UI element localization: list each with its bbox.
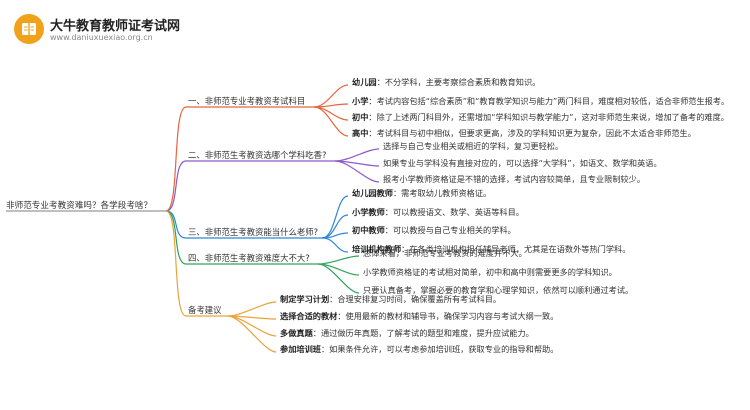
branch-label: 备考建议	[188, 305, 222, 315]
site-logo	[14, 14, 44, 44]
leaf-key: 初中教师	[352, 225, 385, 235]
leaf-item: 参加培训班：如果条件允许，可以考虑参加培训班，获取专业的指导和帮助。	[280, 344, 558, 355]
site-url: www.daniuxuexiao.org.cn	[50, 33, 153, 42]
mindmap-root: 非师范专业考教资难吗？各学段考啥？	[6, 201, 153, 211]
leaf-key: 幼儿园教师	[352, 188, 393, 198]
leaf-text: ：考试科目与初中相似，但要求更高，涉及的学科知识更为复杂，因此不太适合非师范生。	[368, 128, 696, 138]
leaf-connector	[317, 255, 360, 265]
branch-label: 一、非师范专业考教资考试科目	[188, 96, 306, 106]
leaf-key: 幼儿园	[352, 77, 377, 87]
leaf-text: ：通过做历年真题，了解考试的题型和难度，提升应试能力。	[312, 328, 534, 338]
leaf-connector	[313, 106, 349, 137]
leaf-item: 如果专业与学科没有直接对应的，可以选择“大学科”，如语文、数学和英语。	[383, 158, 662, 169]
leaf-connector	[334, 148, 380, 162]
branch-connector	[165, 106, 187, 212]
leaf-item: 报考小学教师资格证是不错的选择，考试内容较简单，且专业限制较少。	[383, 174, 645, 185]
site-brand: 大牛教育教师证考试网	[50, 19, 181, 34]
leaf-item: 选择与自己专业相关或相近的学科，复习更轻松。	[383, 141, 563, 152]
leaf-text: ：可以教授语文、数学、英语等科目。	[384, 207, 524, 217]
leaf-key: 参加培训班	[280, 344, 321, 354]
leaf-text: ：除了上述两门科目外，还需增加“学科知识与教学能力”，这对非师范生来说，增加了备…	[368, 112, 729, 122]
leaf-item: 幼儿园：不分学科，主要考察综合素质和教育知识。	[352, 77, 540, 88]
leaf-item: 幼儿园教师：需考取幼儿教师资格证。	[352, 188, 491, 199]
leaf-text: ：如果条件允许，可以考虑参加培训班，获取专业的指导和帮助。	[320, 344, 559, 354]
leaf-text: 报考小学教师资格证是不错的选择，考试内容较简单，且专业限制较少。	[383, 174, 646, 184]
leaf-connector	[317, 263, 360, 294]
leaf-text: ：考试内容包括“综合素质”和“教育教学知识与能力”两门科目，难度相对较低，适合非…	[368, 96, 730, 106]
branch-label: 四、非师范生考教资难度大不大?	[188, 253, 310, 263]
leaf-key: 小学教师	[352, 207, 385, 217]
leaf-text: ：可以教授与自己专业相关的学科。	[384, 225, 516, 235]
leaf-item: 选择合适的教材：使用最新的教材和辅导书，确保学习内容与考试大纲一致。	[280, 311, 558, 322]
leaf-connector	[321, 232, 349, 239]
branch-connector	[165, 210, 187, 265]
leaf-text: 只要认真备考，掌握必要的教育学和心理学知识，依然可以顺利通过考试。	[363, 285, 634, 295]
leaf-item: 培训机构教师：在各类培训机构担任辅导老师，尤其是在语数外等热门学科。	[352, 244, 630, 255]
leaf-key: 培训机构教师	[352, 244, 402, 254]
leaf-text: ：使用最新的教材和辅导书，确保学习内容与考试大纲一致。	[337, 311, 559, 321]
leaf-item: 制定学习计划：合理安排复习时间，确保覆盖所有考试科目。	[280, 294, 501, 305]
branch-connector	[165, 210, 187, 317]
leaf-item: 初中：除了上述两门科目外，还需增加“学科知识与教学能力”，这对非师范生来说，增加…	[352, 112, 729, 123]
leaf-item: 高中：考试科目与初中相似，但要求更高，涉及的学科知识更为复杂，因此不太适合非师范…	[352, 128, 696, 139]
leaf-text: 小学教师资格证的考试相对简单，初中和高中则需要更多的学科知识。	[363, 267, 617, 277]
leaf-text: 总体来看，非师范专业考教资的难度并不大。	[363, 248, 527, 258]
leaf-item: 初中教师：可以教授与自己专业相关的学科。	[352, 225, 516, 236]
leaf-key: 小学	[352, 96, 369, 106]
leaf-connector	[227, 301, 277, 317]
leaf-key: 高中	[352, 128, 369, 138]
leaf-item: 总体来看，非师范专业考教资的难度并不大。	[363, 248, 527, 259]
leaf-item: 只要认真备考，掌握必要的教育学和心理学知识，依然可以顺利通过考试。	[363, 285, 633, 296]
leaf-text: ：需考取幼儿教师资格证。	[392, 188, 492, 198]
leaf-key: 选择合适的教材	[280, 311, 338, 321]
leaf-connector	[321, 195, 349, 239]
leaf-item: 多做真题：通过做历年真题，了解考试的题型和难度，提升应试能力。	[280, 328, 534, 339]
leaf-key: 多做真题	[280, 328, 313, 338]
leaf-item: 小学教师：可以教授语文、数学、英语等科目。	[352, 207, 524, 218]
book-icon	[22, 23, 36, 35]
leaf-connector	[227, 315, 277, 353]
branch-label: 三、非师范生考教资能当什么老师?	[188, 227, 319, 237]
branch-label: 二、非师范生考教资选哪个学科吃香?	[188, 150, 327, 160]
leaf-text: ：不分学科，主要考察综合素质和教育知识。	[376, 77, 541, 87]
branch-connector	[165, 160, 187, 212]
leaf-item: 小学：考试内容包括“综合素质”和“教育教学知识与能力”两门科目，难度相对较低，适…	[352, 96, 729, 107]
leaf-key: 制定学习计划	[280, 294, 330, 304]
leaf-text: 如果专业与学科没有直接对应的，可以选择“大学科”，如语文、数学和英语。	[383, 158, 662, 168]
leaf-text: ：在各类培训机构担任辅导老师，尤其是在语数外等热门学科。	[401, 244, 631, 254]
leaf-connector	[334, 160, 380, 183]
leaf-connector	[321, 237, 349, 253]
leaf-key: 初中	[352, 112, 369, 122]
leaf-item: 小学教师资格证的考试相对简单，初中和高中则需要更多的学科知识。	[363, 267, 617, 278]
leaf-text: ：合理安排复习时间，确保覆盖所有考试科目。	[329, 294, 502, 304]
leaf-text: 选择与自己专业相关或相近的学科，复习更轻松。	[383, 141, 564, 151]
